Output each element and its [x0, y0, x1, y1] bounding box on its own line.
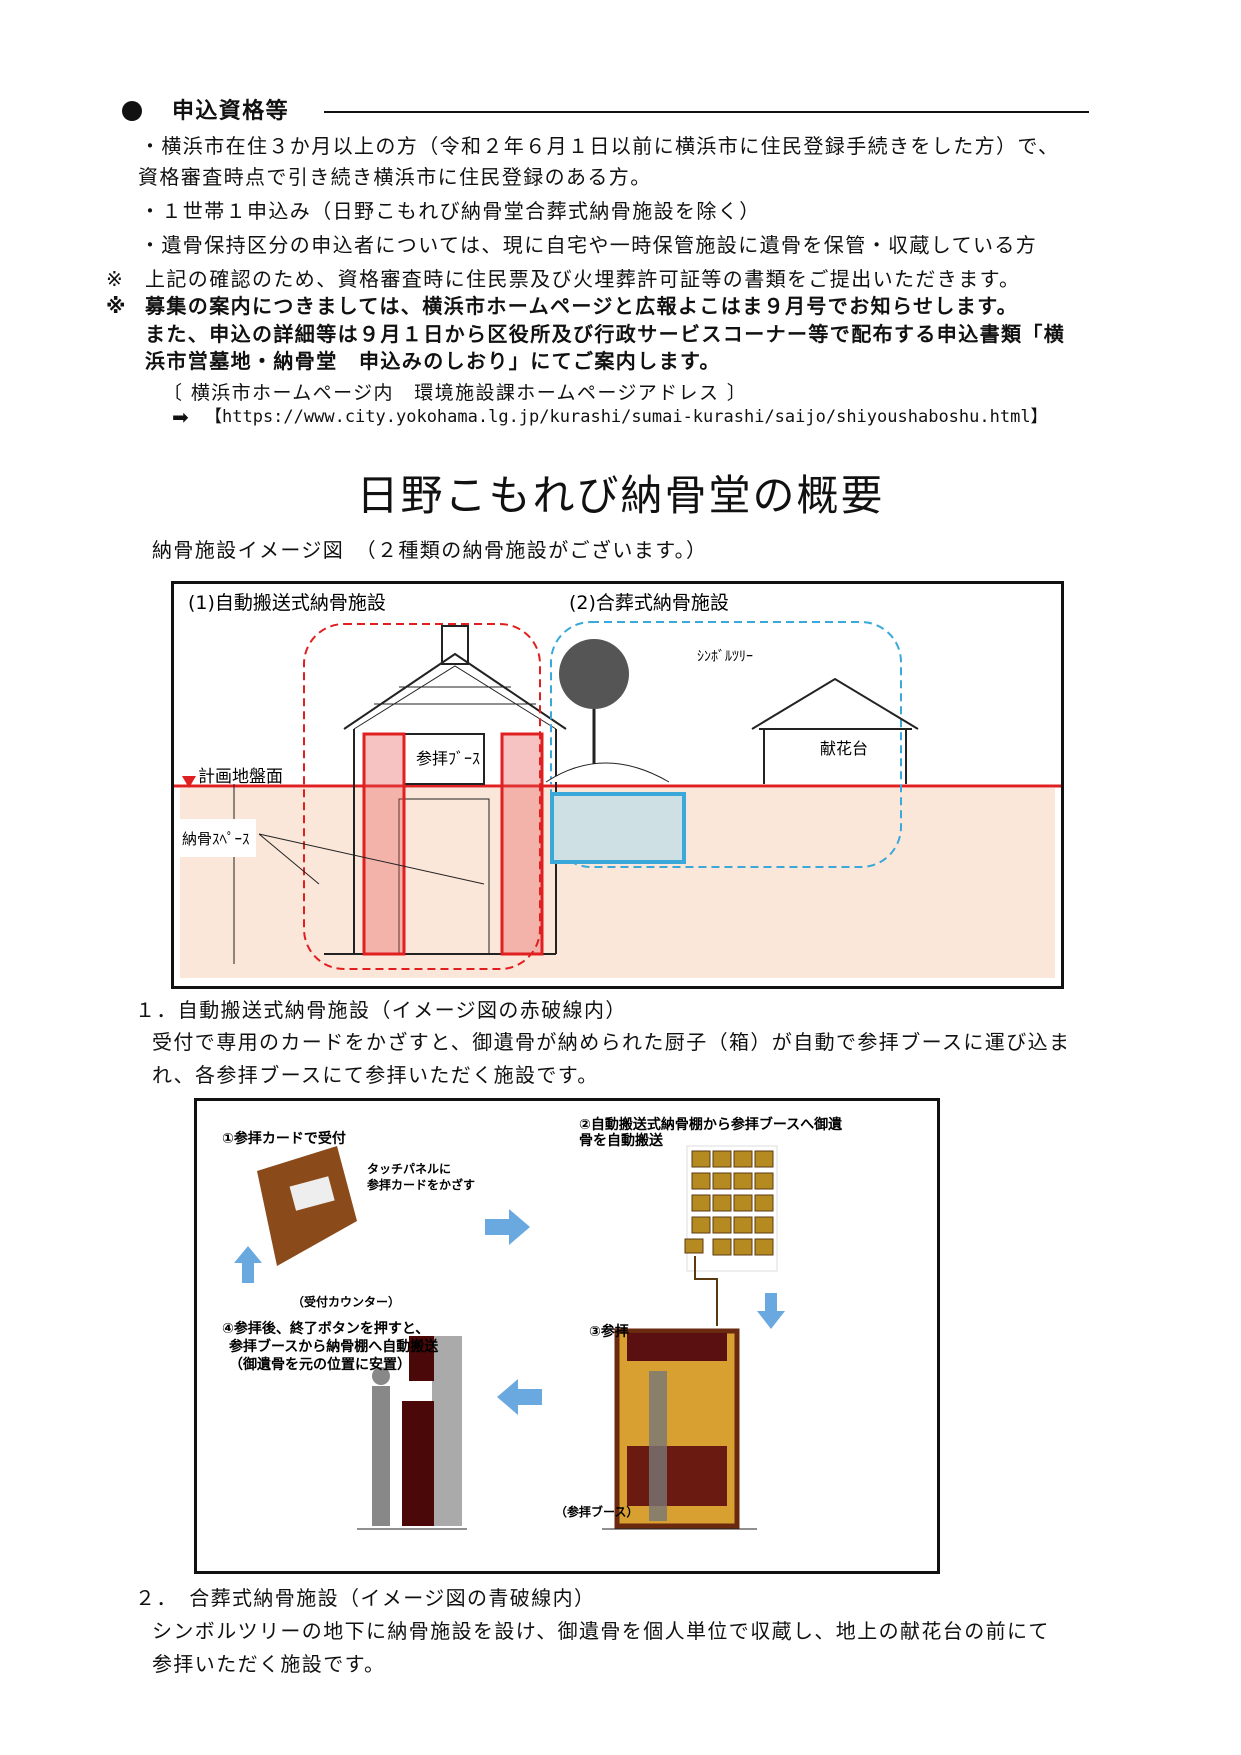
step2-label: ②自動搬送式納骨棚から参拝ブースへ御遺 [579, 1116, 843, 1133]
arrow-left-icon [497, 1379, 542, 1415]
symbol-tree-icon [559, 639, 629, 764]
note-mark: ※ [106, 294, 127, 318]
joint-storage-vault [550, 792, 686, 864]
section2-heading: ２． 合葬式納骨施設（イメージ図の青破線内） [135, 1586, 596, 1610]
note-mark: ※ [106, 267, 125, 291]
section2-body: シンボルツリーの地下に納骨施設を設け、御遺骨を個人単位で収蔵し、地上の献花台の前… [152, 1619, 1050, 1643]
storage-column-left [362, 732, 406, 956]
note-text: 上記の確認のため、資格審査時に住民票及び火埋葬許可証等の書類をご提出いただきます… [145, 267, 1021, 291]
label-storage-space: 納骨ｽﾍﾟｰｽ [182, 830, 250, 848]
red-dashed-outline [303, 623, 541, 970]
storage-shelf [684, 1145, 778, 1326]
counter-label: （受付カウンター） [292, 1294, 400, 1309]
label-auto: (1)自動搬送式納骨施設 [188, 592, 386, 614]
arrow-down-icon [757, 1293, 785, 1329]
label-bg [176, 819, 256, 857]
person-silhouette [372, 1386, 390, 1526]
homepage-link[interactable]: 【https://www.city.yokohama.lg.jp/kurashi… [205, 407, 1048, 427]
arrow-up-icon [234, 1246, 262, 1283]
label-ground-level: 計画地盤面 [198, 767, 283, 787]
step1-label: ①参拝カードで受付 [222, 1130, 346, 1147]
step2-label: 骨を自動搬送 [579, 1132, 664, 1149]
booth-label: （参拝ブース） [555, 1504, 638, 1519]
heading-rule [324, 111, 1089, 113]
eligibility-item: ・遺骨保持区分の申込者については、現に自宅や一時保管施設に遺骨を保管・収蔵してい… [140, 233, 1038, 257]
label-joint: (2)合葬式納骨施設 [569, 592, 729, 614]
ground-marker-icon [182, 776, 196, 788]
touch-panel-label: タッチパネルに [367, 1162, 451, 1176]
arrow-right-icon [485, 1209, 530, 1245]
section-heading: 申込資格等 [172, 99, 290, 124]
step3-label: ③参拝 [589, 1323, 629, 1340]
arrow-right-icon: ➡ [172, 405, 191, 429]
mound [545, 762, 670, 783]
return-station [372, 1336, 462, 1526]
section1-heading: １．自動搬送式納骨施設（イメージ図の赤破線内） [135, 998, 627, 1022]
auto-transport-flow-figure: ①参拝カードで受付 タッチパネルに 参拝カードをかざす （受付カウンター） ②自… [194, 1098, 940, 1574]
page-title: 日野こもれび納骨堂の概要 [356, 471, 885, 520]
flow-arrows [234, 1209, 785, 1415]
step4-label: ④参拝後、終了ボタンを押すと、 [222, 1320, 429, 1337]
label-flower-stand: 献花台 [820, 739, 868, 758]
label-symbol-tree: ｼﾝﾎﾞﾙﾂﾘｰ [697, 649, 753, 665]
storage-column-right [500, 732, 544, 956]
bullet-icon [122, 101, 142, 121]
eligibility-item: ・横浜市在住３か月以上の方（令和２年６月１日以前に横浜市に住民登録手続きをした方… [140, 134, 1060, 158]
eligibility-item: ・１世帯１申込み（日野こもれび納骨堂合葬式納骨施設を除く） [140, 199, 761, 223]
flower-stand-house [751, 677, 919, 784]
note-text: 募集の案内につきましては、横浜市ホームページと広報よこはま９月号でお知らせします… [145, 294, 1018, 318]
step4-label: 参拝ブースから納骨棚へ自動搬送 [229, 1338, 439, 1355]
eligibility-item: 資格審査時点で引き続き横浜市に住民登録のある方。 [138, 165, 652, 189]
mausoleum-building [233, 625, 567, 964]
note-text: 浜市営墓地・納骨堂 申込みのしおり」にてご案内します。 [145, 349, 721, 373]
worship-booth [614, 1328, 740, 1529]
touch-panel-label: 参拝カードをかざす [367, 1177, 475, 1192]
link-label: 〔 横浜市ホームページ内 環境施設課ホームページアドレス 〕 [163, 382, 748, 404]
note-text: また、申込の詳細等は９月１日から区役所及び行政サービスコーナー等で配布する申込書… [145, 322, 1066, 346]
label-booth: 参拝ﾌﾞｰｽ [416, 749, 480, 768]
section1-body: 受付で専用のカードをかざすと、御遺骨が納められた厨子（箱）が自動で参拝ブースに運… [152, 1030, 1071, 1054]
blue-dashed-outline [550, 621, 902, 868]
step4-label: （御遺骨を元の位置に安置） [229, 1356, 411, 1373]
section2-body: 参拝いただく施設です。 [152, 1652, 386, 1676]
section1-body: れ、各参拝ブースにて参拝いただく施設です。 [152, 1063, 599, 1087]
facility-image-figure: (1)自動搬送式納骨施設 (2)合葬式納骨施設 ｼﾝﾎﾞﾙﾂﾘｰ 献花台 参拝ﾌ… [171, 581, 1064, 989]
figure-caption: 納骨施設イメージ図 （２種類の納骨施設がございます。） [152, 538, 708, 562]
